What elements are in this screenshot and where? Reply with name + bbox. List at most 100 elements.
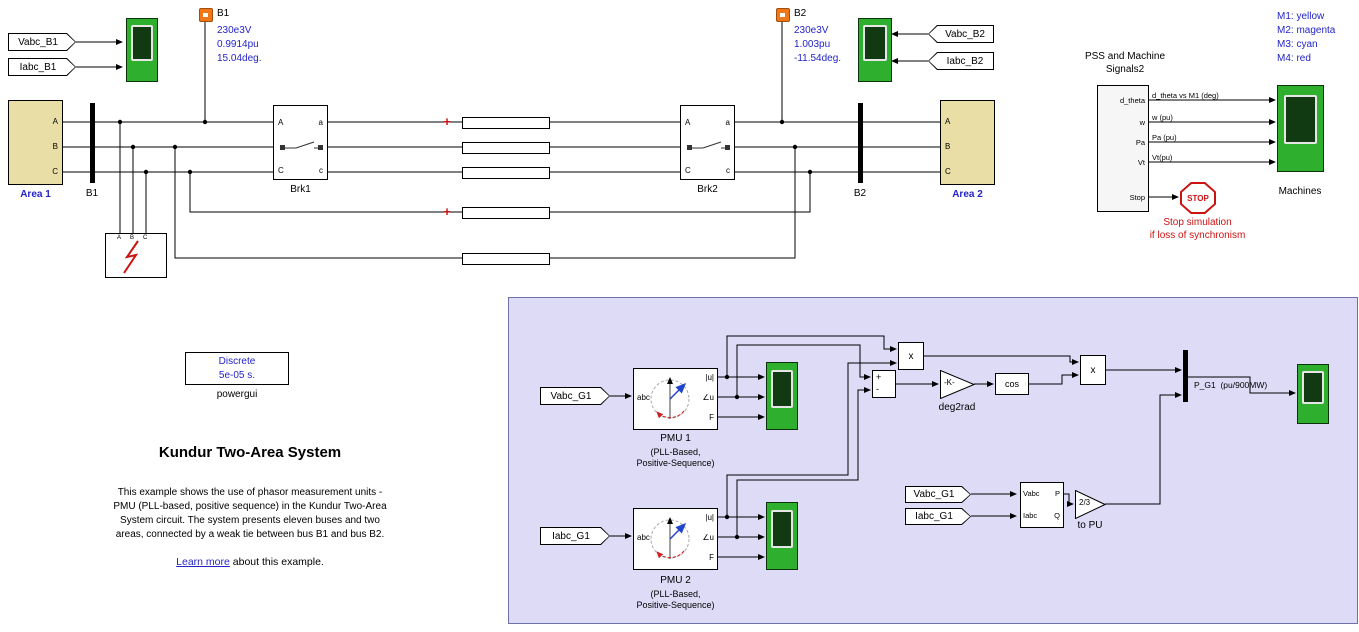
phasor-diagram-icon <box>650 377 690 419</box>
gain-value: -K- <box>944 378 955 387</box>
transmission-line-block[interactable] <box>462 253 550 265</box>
scope-screen <box>1301 370 1325 405</box>
scope-screen <box>770 509 794 548</box>
signal-label-w: w (pu) <box>1152 113 1173 122</box>
pmu2-block[interactable]: abc |u| ∠u F <box>633 508 718 570</box>
gain-topu-block[interactable] <box>1075 490 1106 519</box>
load-flow-bus-icon[interactable] <box>776 8 790 22</box>
model-title: Kundur Two-Area System <box>158 444 342 461</box>
pq-measurement-block[interactable]: Vabc Iabc P Q <box>1020 482 1064 528</box>
pg1-signal-label: P_G1 (pu/900MW) <box>1194 380 1268 390</box>
bus2-measurements: 230e3V 1.003pu -11.54deg. <box>794 24 841 66</box>
transmission-line-block[interactable] <box>462 167 550 179</box>
from-tag-iabc-g1-pq[interactable]: Iabc_G1 <box>905 508 971 525</box>
lightning-icon <box>123 240 139 274</box>
pmu1-scope-block[interactable] <box>766 362 798 430</box>
pmu-out-mag: |u| <box>705 373 714 382</box>
port-label-a: A <box>117 235 122 241</box>
port-label-a: A <box>945 117 951 126</box>
stop-simulation-block[interactable]: STOP <box>1180 182 1216 214</box>
breaker1-label: Brk1 <box>290 184 311 195</box>
sum-block[interactable]: + - <box>872 370 896 398</box>
description-line1: This example shows the use of phasor mea… <box>117 487 383 498</box>
product1-block[interactable]: x <box>898 342 924 370</box>
powergui-block[interactable]: Discrete 5e-05 s. <box>185 352 289 385</box>
gain-deg2rad-block[interactable] <box>940 370 975 399</box>
gain-value: 2/3 <box>1079 498 1091 507</box>
stop-annotation: Stop simulation if loss of synchronism <box>1130 216 1265 242</box>
port-label-a: A <box>52 117 58 126</box>
transmission-line-block[interactable] <box>462 142 550 154</box>
pss-port-vt: Vt <box>1137 158 1145 167</box>
scope-screen <box>1283 94 1318 144</box>
pq-out-q: Q <box>1054 511 1060 520</box>
learn-more-link[interactable]: Learn more <box>176 556 230 568</box>
from-tag-vabc-g1-pq[interactable]: Vabc_G1 <box>905 486 971 503</box>
area2-block[interactable]: A B C <box>940 100 995 185</box>
port-label-c-out: c <box>726 166 730 175</box>
cos-block[interactable]: cos <box>995 373 1029 395</box>
learn-more-rest: about this example. <box>229 556 324 568</box>
scope-b2-block[interactable] <box>858 18 892 82</box>
transmission-line-block[interactable] <box>462 207 550 219</box>
from-tag-iabc-b1[interactable]: Iabc_B1 <box>8 58 76 76</box>
phasor-diagram-icon <box>650 517 690 559</box>
area1-label: Area 1 <box>20 189 51 200</box>
product-symbol: x <box>1090 364 1096 376</box>
signal-label-vt: Vt(pu) <box>1152 153 1173 162</box>
area2-label: Area 2 <box>952 189 983 200</box>
port-label-c: C <box>945 167 951 176</box>
bus1-name: B1 <box>217 8 230 19</box>
load-flow-bus-icon[interactable] <box>199 8 213 22</box>
pmu2-scope-block[interactable] <box>766 502 798 570</box>
pq-in-vabc: Vabc <box>1023 489 1040 498</box>
bus2-name: B2 <box>794 8 807 19</box>
pmu1-sub1: (PLL-Based, <box>650 447 701 457</box>
pq-out-p: P <box>1054 489 1060 498</box>
legend-m3: M3: cyan <box>1277 39 1318 50</box>
product2-block[interactable]: x <box>1080 355 1106 385</box>
bus-b2-label: B2 <box>853 188 867 199</box>
port-label-b: B <box>130 235 135 241</box>
breaker2-block[interactable]: A a C c <box>680 105 735 180</box>
pmu2-name: PMU 2 <box>660 575 691 586</box>
pss-title: PSS and Machine Signals2 <box>1080 50 1170 76</box>
bus2-angle: -11.54deg. <box>794 53 842 64</box>
bus-b1-bar[interactable] <box>90 103 95 183</box>
pss-title-line2: Signals2 <box>1105 64 1145 75</box>
machines-scope-block[interactable] <box>1277 85 1324 172</box>
pg1-scope-block[interactable] <box>1297 364 1329 424</box>
bus-b2-bar[interactable] <box>858 103 863 183</box>
scope-b1-block[interactable] <box>126 18 158 82</box>
mux-bar[interactable] <box>1183 350 1188 402</box>
legend-m2: M2: magenta <box>1277 25 1336 36</box>
tag-label: Iabc_G1 <box>552 530 590 542</box>
pss-port-stop: Stop <box>1129 193 1145 202</box>
breaker2-label: Brk2 <box>697 184 718 195</box>
cos-label: cos <box>1004 379 1019 389</box>
port-label-b: B <box>945 142 951 151</box>
signal-label-pa: Pa (pu) <box>1152 133 1177 142</box>
pmu-out-angle: ∠u <box>702 533 714 542</box>
from-tag-vabc-b2[interactable]: Vabc_B2 <box>928 25 994 43</box>
area1-block[interactable]: A B C <box>8 100 63 185</box>
from-tag-iabc-b2[interactable]: Iabc_B2 <box>928 52 994 70</box>
port-label-c: C <box>685 166 691 175</box>
three-phase-fault-block[interactable]: A B C <box>105 233 167 278</box>
description-line2: PMU (PLL-based, positive sequence) in th… <box>113 501 387 512</box>
pmu2-sub1: (PLL-Based, <box>650 589 701 599</box>
description-line4: areas, connected by a weak tie between b… <box>115 529 385 540</box>
breaker1-block[interactable]: A a C c <box>273 105 328 180</box>
pmu-input-label: abc <box>637 533 650 542</box>
pss-signals-block[interactable]: d_theta w Pa Vt Stop <box>1097 85 1149 212</box>
tag-label: Iabc_B1 <box>19 61 57 73</box>
powergui-label: powergui <box>216 389 258 400</box>
from-tag-vabc-g1[interactable]: Vabc_G1 <box>540 387 610 405</box>
from-tag-vabc-b1[interactable]: Vabc_B1 <box>8 33 76 51</box>
pss-port-dtheta: d_theta <box>1119 96 1145 105</box>
transmission-line-block[interactable] <box>462 117 550 129</box>
gain-deg2rad-label: deg2rad <box>938 402 976 413</box>
pmu1-block[interactable]: abc |u| ∠u F <box>633 368 718 430</box>
from-tag-iabc-g1[interactable]: Iabc_G1 <box>540 527 610 545</box>
